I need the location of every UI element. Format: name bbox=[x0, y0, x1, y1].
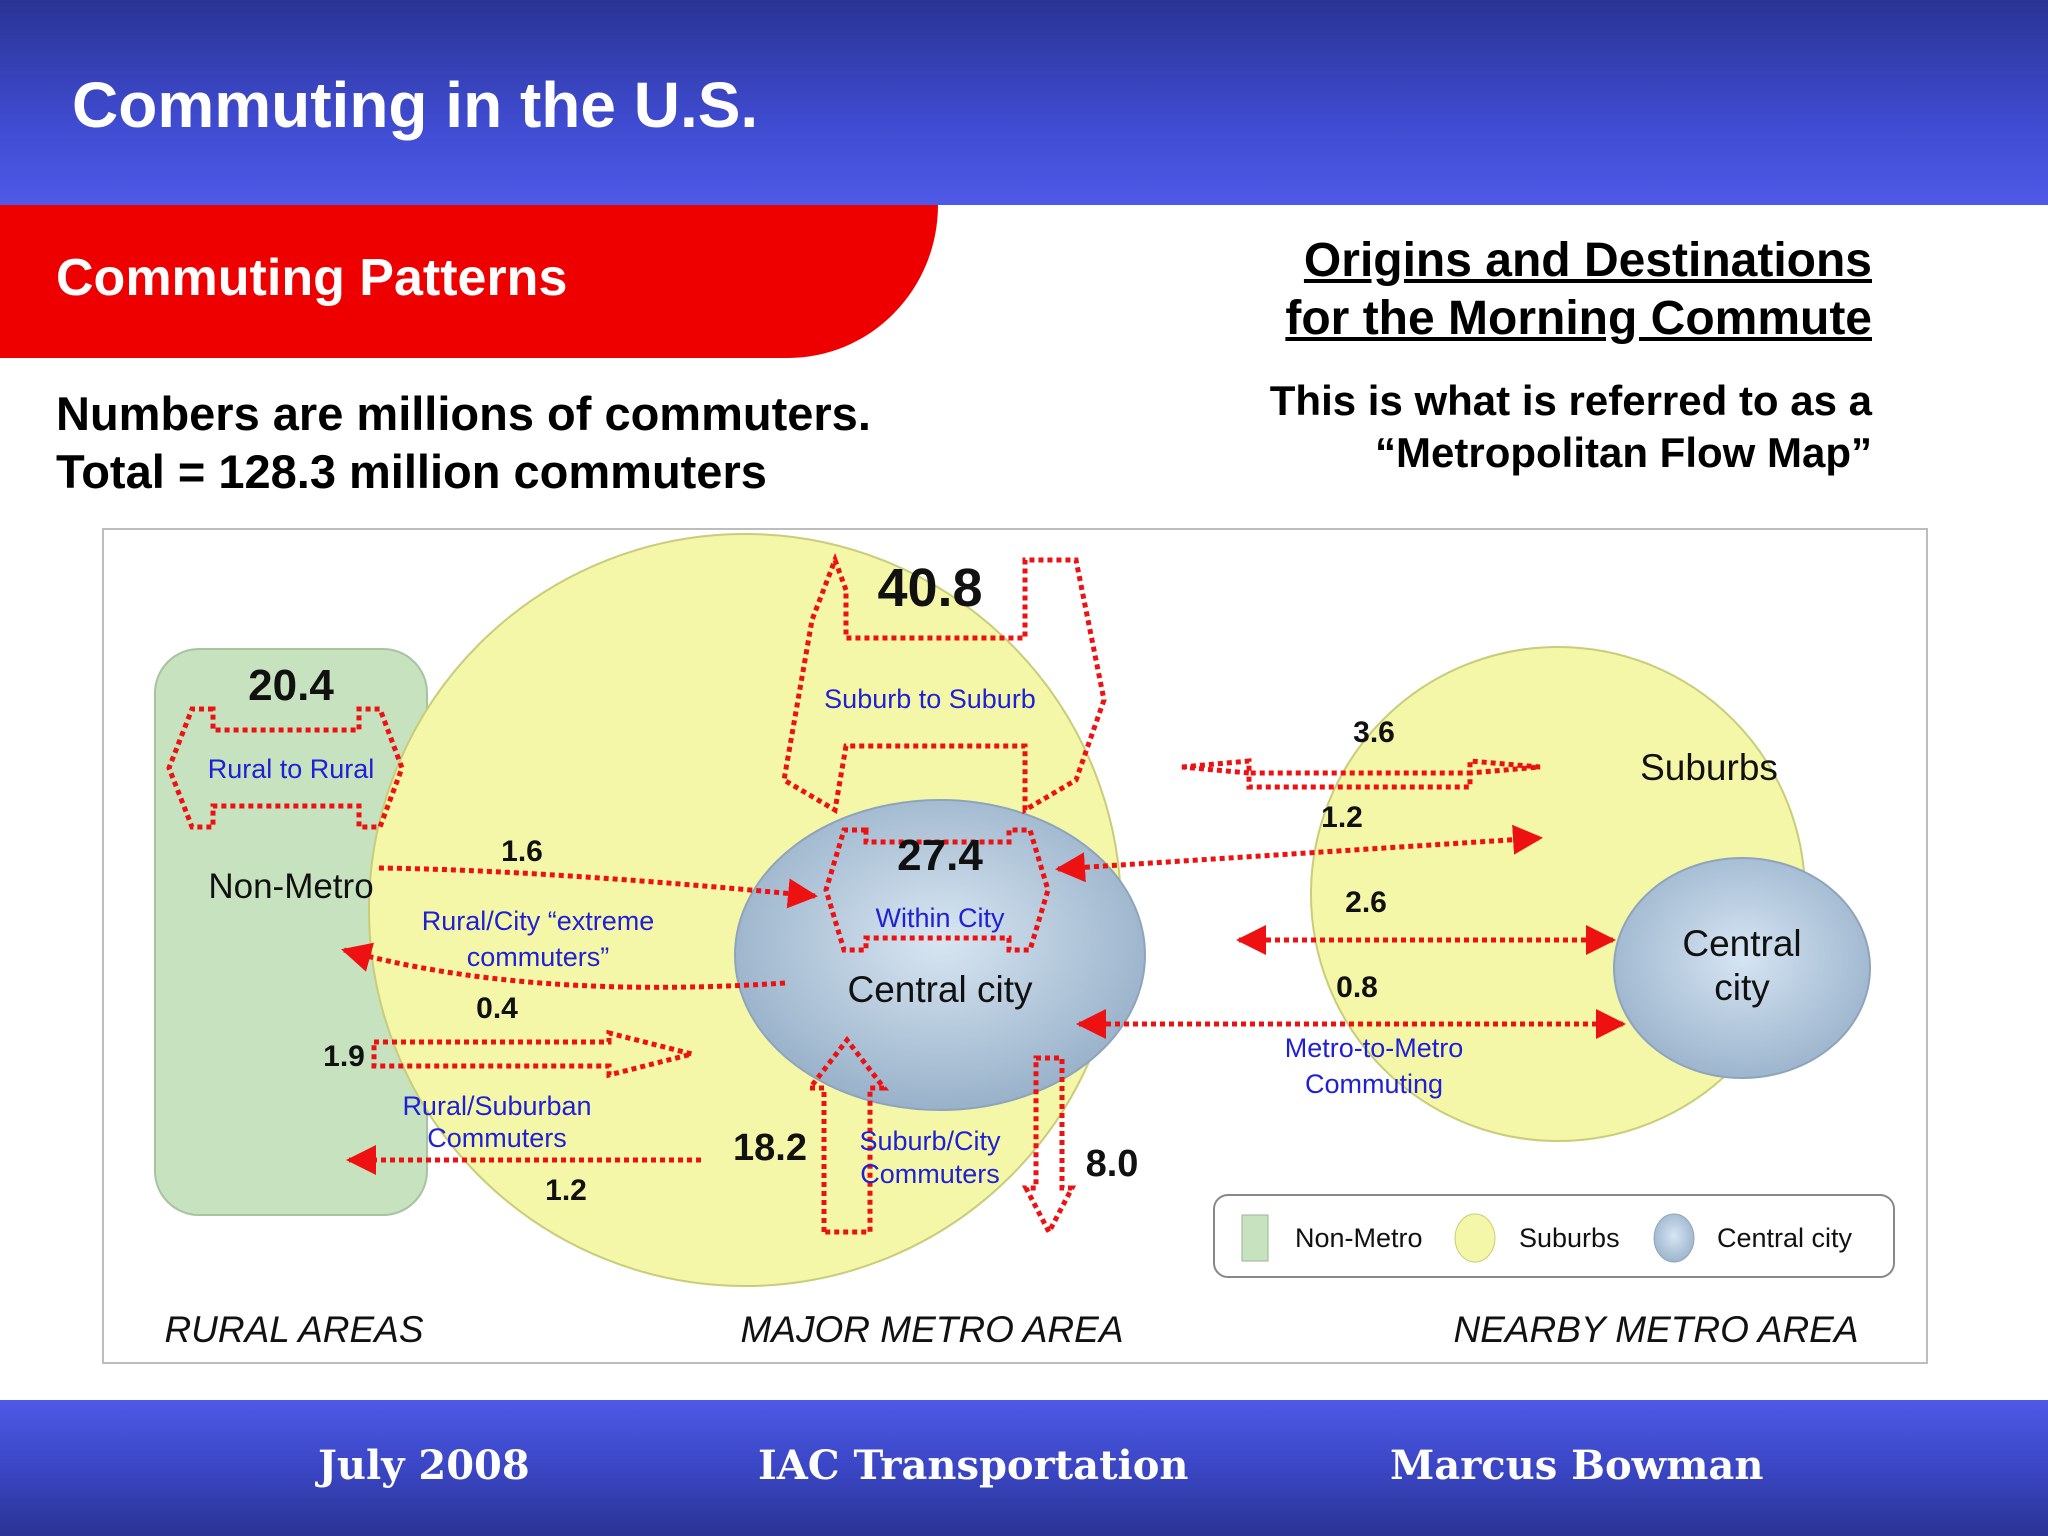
units-note: Numbers are millions of commuters. bbox=[56, 387, 871, 440]
suburb-to-suburb-arrow bbox=[781, 552, 1107, 815]
within-city-label: Within City bbox=[875, 903, 1005, 933]
rural-to-suburb-arrow bbox=[371, 1029, 693, 1079]
central-city-label: Central city bbox=[847, 969, 1033, 1010]
footer-band bbox=[0, 1400, 2048, 1536]
rural-to-suburb-value: 1.9 bbox=[323, 1040, 365, 1073]
footer-author: Marcus Bowman bbox=[1390, 1442, 1764, 1489]
suburb-to-city-value: 18.2 bbox=[733, 1127, 807, 1169]
metro-suburb-to-suburb-value: 3.6 bbox=[1353, 716, 1395, 749]
legend: Non-Metro Suburbs Central city bbox=[1213, 1194, 1895, 1278]
footer-date: July 2008 bbox=[318, 1442, 530, 1489]
metro-suburb-to-city-value: 0.8 bbox=[1336, 971, 1378, 1004]
metro-suburb-to-suburb-arrow bbox=[1181, 758, 1541, 790]
total-note: Total = 128.3 million commuters bbox=[56, 445, 767, 498]
metro-city-to-suburb-value: 1.2 bbox=[1321, 801, 1363, 834]
section-tab bbox=[0, 205, 938, 358]
rural-to-rural-value: 20.4 bbox=[248, 661, 334, 710]
legend-non-metro-label: Non-Metro bbox=[1295, 1223, 1423, 1253]
legend-central-city-label: Central city bbox=[1717, 1223, 1853, 1253]
city-to-suburb-arrow bbox=[1021, 1055, 1077, 1238]
flow-map-diagram: Non-Metro Central city Suburbs Central c… bbox=[102, 528, 1928, 1364]
suburbs-label: Suburbs bbox=[1640, 747, 1778, 788]
rural-to-city-arrow bbox=[378, 865, 818, 909]
suburb-city-label-2: Commuters bbox=[860, 1159, 1000, 1189]
rural-suburban-label-2: Commuters bbox=[427, 1123, 567, 1153]
extreme-commuters-label-2: commuters” bbox=[467, 942, 610, 972]
diagram-heading-line1: Origins and Destinations bbox=[1303, 234, 1872, 287]
diagram-heading-line2: for the Morning Commute bbox=[1285, 292, 1872, 345]
legend-non-metro-swatch bbox=[1241, 1214, 1269, 1262]
section-title: Commuting Patterns bbox=[56, 249, 568, 307]
major-metro-caption: MAJOR METRO AREA bbox=[740, 1309, 1123, 1350]
nearby-central-label-1: Central bbox=[1682, 923, 1801, 964]
legend-central-city-swatch bbox=[1653, 1213, 1695, 1263]
flow-map-note-line2: “Metropolitan Flow Map” bbox=[1375, 429, 1872, 476]
non-metro-label: Non-Metro bbox=[208, 867, 373, 906]
nearby-central-label-2: city bbox=[1714, 967, 1770, 1008]
suburb-to-suburb-label: Suburb to Suburb bbox=[824, 684, 1036, 714]
metro-to-metro-label-2: Commuting bbox=[1305, 1069, 1443, 1099]
metro-to-metro-label-1: Metro-to-Metro bbox=[1285, 1033, 1464, 1063]
suburb-to-city-arrow bbox=[804, 1035, 890, 1235]
footer-org: IAC Transportation bbox=[758, 1442, 1189, 1489]
legend-suburbs-swatch bbox=[1454, 1213, 1496, 1263]
extreme-commuters-label-1: Rural/City “extreme bbox=[422, 906, 655, 936]
flow-map-note-line1: This is what is referred to as a bbox=[1269, 377, 1872, 424]
suburb-to-rural-value: 1.2 bbox=[545, 1174, 587, 1207]
legend-suburbs-label: Suburbs bbox=[1519, 1223, 1620, 1253]
nearby-central-city bbox=[1613, 857, 1871, 1079]
rural-areas-caption: RURAL AREAS bbox=[164, 1309, 423, 1350]
within-city-arrow bbox=[823, 827, 1051, 953]
slide-title: Commuting in the U.S. bbox=[72, 69, 759, 141]
rural-suburban-label-1: Rural/Suburban bbox=[402, 1091, 591, 1121]
city-to-suburb-value: 8.0 bbox=[1086, 1143, 1139, 1185]
header-band bbox=[0, 0, 2048, 205]
rural-to-city-value: 1.6 bbox=[501, 835, 543, 868]
suburb-city-label-1: Suburb/City bbox=[859, 1126, 1001, 1156]
metro-city-to-city-value: 2.6 bbox=[1345, 886, 1387, 919]
within-city-value: 27.4 bbox=[897, 831, 983, 880]
rural-to-rural-label: Rural to Rural bbox=[208, 754, 375, 784]
nearby-metro-caption: NEARBY METRO AREA bbox=[1453, 1309, 1858, 1350]
city-to-rural-value: 0.4 bbox=[476, 992, 518, 1025]
suburb-to-suburb-value: 40.8 bbox=[877, 558, 982, 618]
